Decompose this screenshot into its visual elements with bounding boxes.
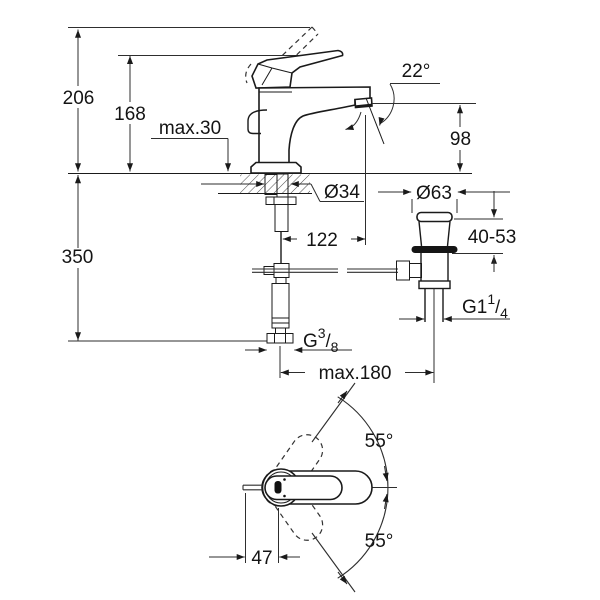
rod-clamp-nut bbox=[396, 260, 410, 281]
pop-up-knob bbox=[247, 109, 268, 135]
dim-supply-thread-label: G3/8 bbox=[303, 325, 339, 355]
dim-outlet-height: 98 bbox=[372, 103, 476, 172]
dim-lever-height: 168 bbox=[114, 56, 146, 172]
handle-position-down-dashed bbox=[262, 468, 324, 541]
extension-lines-top bbox=[68, 27, 310, 56]
dim-max-rod-distance: max.180 bbox=[279, 346, 434, 384]
dim-handle-offset: 47 bbox=[209, 493, 300, 569]
drain-seal-ring bbox=[411, 246, 458, 253]
dim-spout-reach-label: 122 bbox=[306, 230, 338, 251]
dim-drain-thread-label: G11/4 bbox=[462, 291, 508, 321]
drain-collar bbox=[418, 280, 451, 290]
pop-up-waste: Ø63 bbox=[378, 183, 510, 383]
dim-spout-angle: 22° bbox=[345, 61, 440, 145]
dim-below-deck: 350 bbox=[62, 175, 267, 342]
dim-spout-angle-label: 22° bbox=[402, 61, 431, 82]
dim-swivel-up-label: 55° bbox=[365, 431, 394, 452]
pop-up-linkage-rod bbox=[252, 268, 398, 273]
handle-logo-slot bbox=[274, 481, 282, 494]
handle-lever-top bbox=[264, 475, 343, 501]
deck-section bbox=[68, 173, 472, 194]
faucet-side-view bbox=[245, 26, 373, 174]
dim-max-deck-label: max.30 bbox=[159, 118, 221, 139]
dim-total-height: 206 bbox=[63, 29, 95, 172]
lever-handle bbox=[251, 49, 344, 89]
dim-max-deck-thickness: max.30 bbox=[151, 118, 232, 172]
dim-handle-offset-label: 47 bbox=[251, 548, 272, 569]
dim-max-rod-label: max.180 bbox=[319, 363, 392, 384]
supply-hose bbox=[266, 277, 294, 344]
drain-plug bbox=[416, 211, 453, 223]
swivel-arc bbox=[337, 396, 389, 579]
dim-clamp-range: 40-53 bbox=[452, 191, 516, 272]
dim-hole-diameter-label: Ø34 bbox=[324, 182, 360, 203]
dim-lever-height-label: 168 bbox=[114, 104, 146, 125]
handle-top-view: 55° 55° bbox=[242, 382, 397, 593]
faucet-base bbox=[250, 161, 302, 174]
dim-flange-diameter-label: Ø63 bbox=[416, 183, 452, 204]
dim-total-height-label: 206 bbox=[63, 88, 95, 109]
dim-clamp-range-label: 40-53 bbox=[468, 227, 517, 248]
dim-drain-thread: G11/4 bbox=[399, 291, 510, 323]
faucet-body bbox=[258, 86, 371, 167]
dim-hole-diameter: Ø34 bbox=[201, 180, 364, 203]
dim-swivel-down-label: 55° bbox=[365, 531, 394, 552]
dim-supply-thread: G3/8 bbox=[245, 325, 352, 355]
under-deck-assembly bbox=[252, 173, 398, 344]
dim-outlet-height-label: 98 bbox=[450, 129, 471, 150]
dim-spout-reach: 122 bbox=[282, 115, 366, 251]
dim-below-deck-label: 350 bbox=[62, 247, 94, 268]
